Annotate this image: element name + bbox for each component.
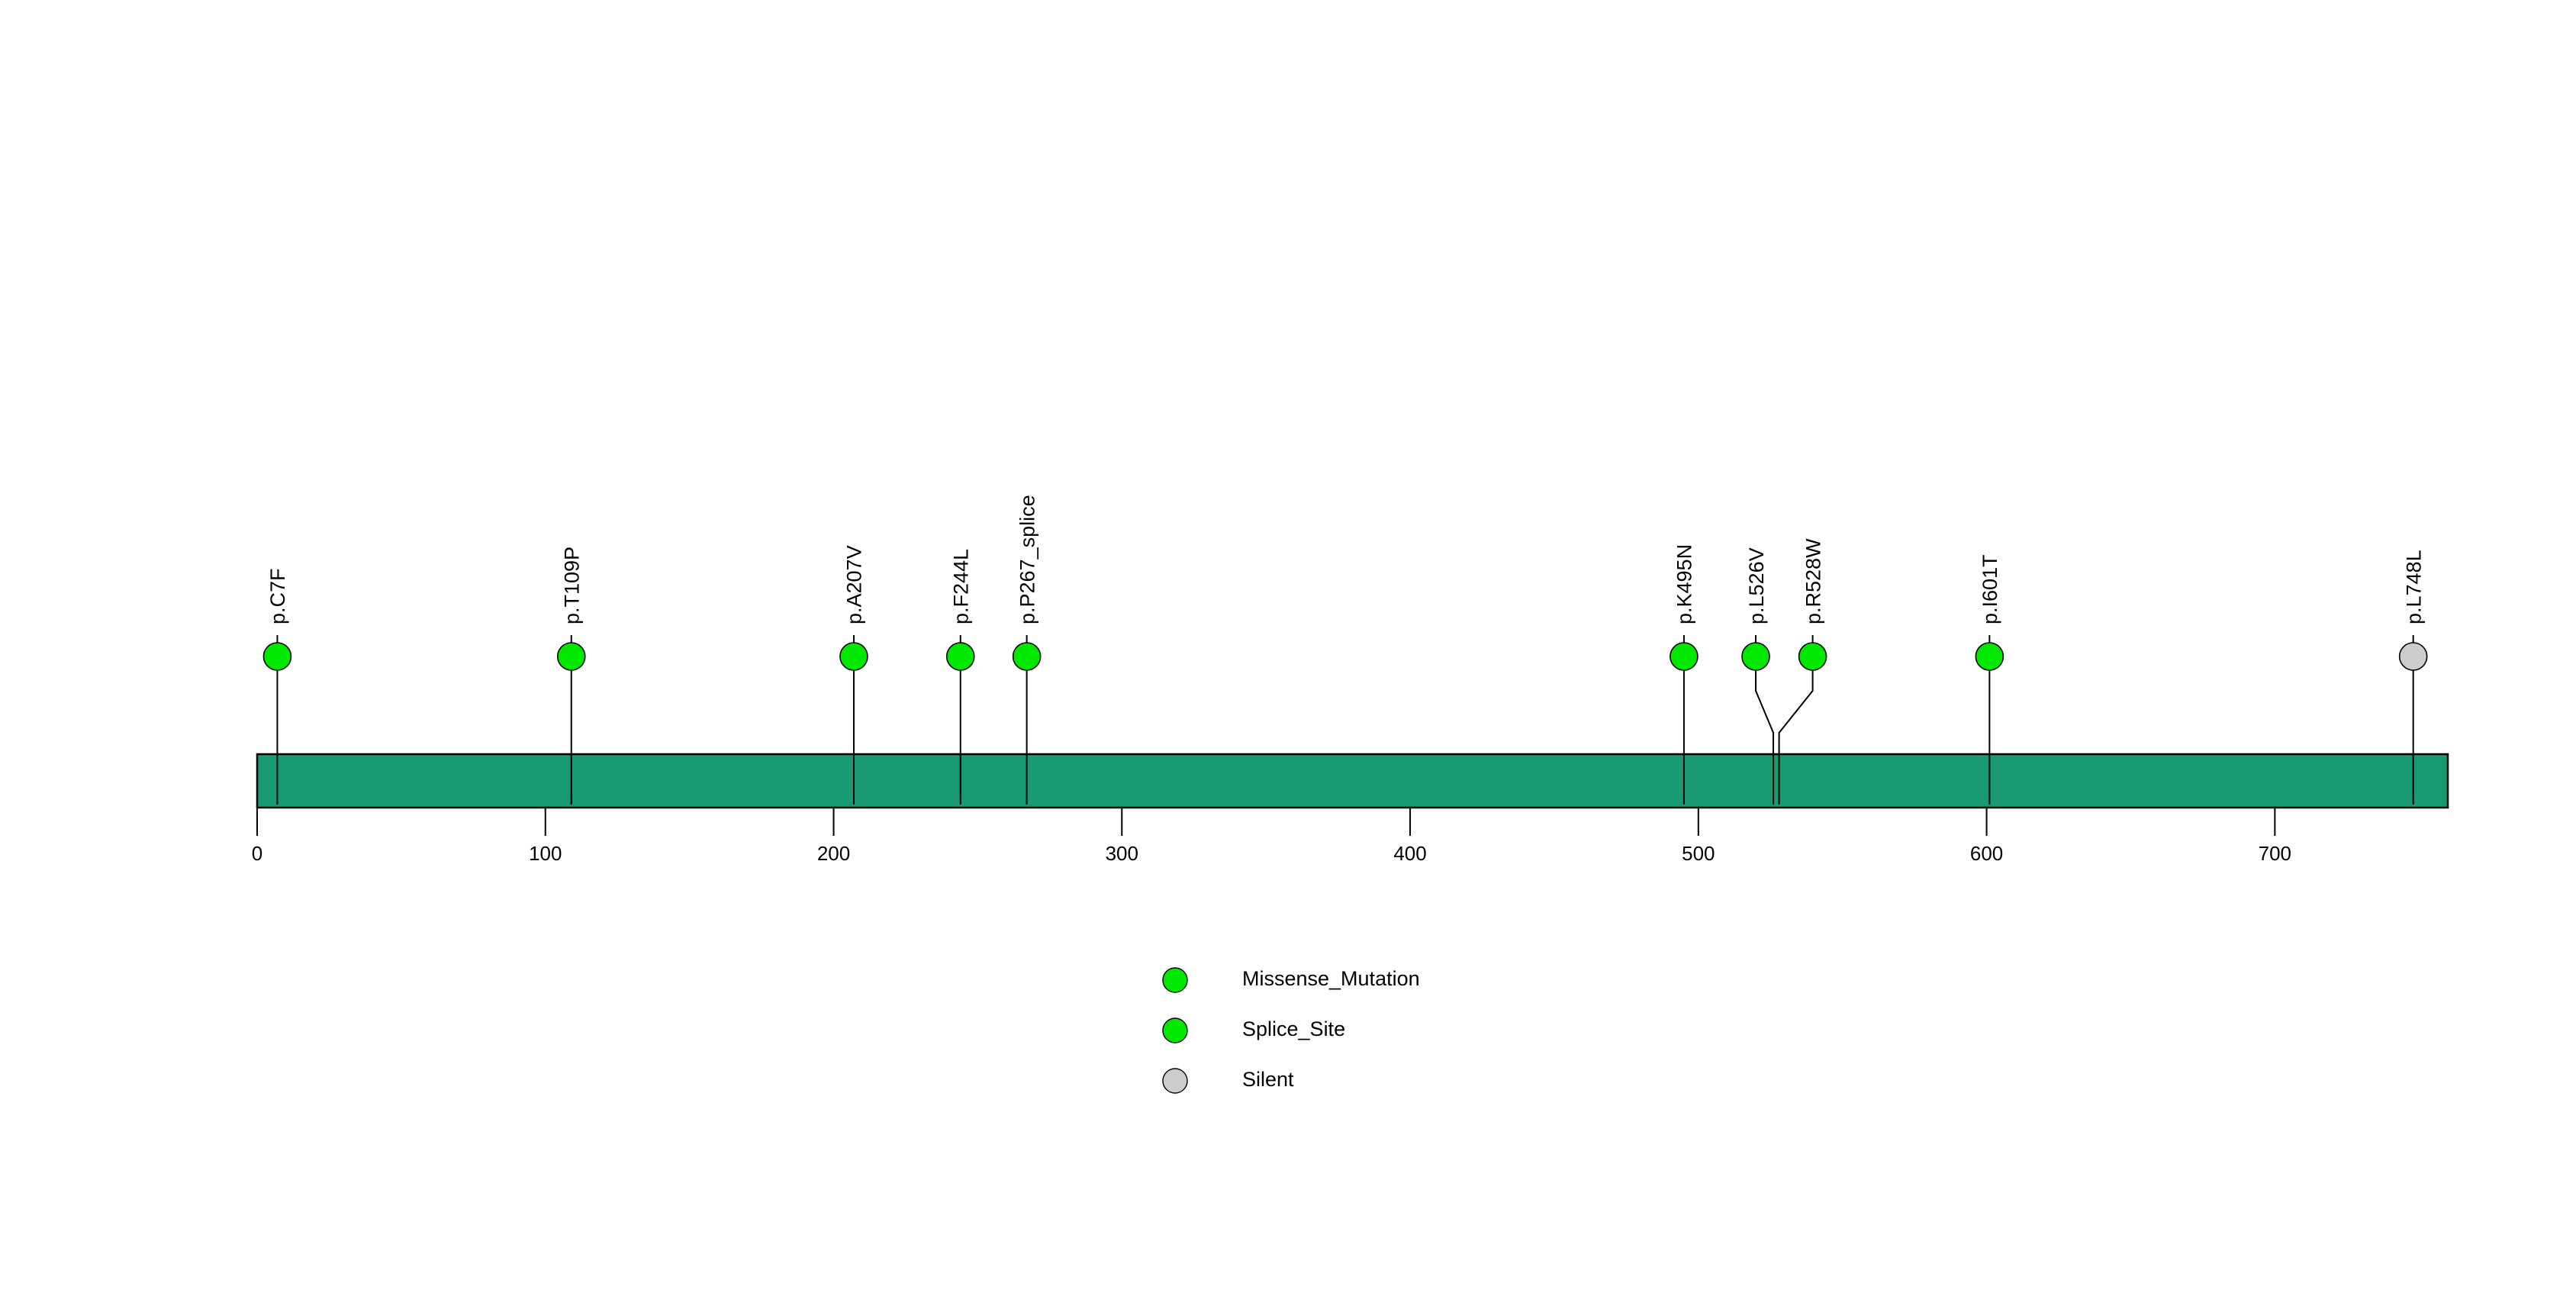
- lollipop-head[interactable]: [1670, 642, 1699, 671]
- lollipop-head[interactable]: [1741, 642, 1770, 671]
- lollipop-head[interactable]: [945, 642, 975, 671]
- axis-tick-label-300: 300: [1106, 842, 1138, 865]
- mutation-label: p.T109P: [560, 547, 583, 624]
- lollipop-head[interactable]: [839, 642, 868, 671]
- axis-tick-label-400: 400: [1393, 842, 1426, 865]
- axis-tick-label-100: 100: [529, 842, 562, 865]
- x-axis: 0 100 200 300 400 500 600 700: [252, 808, 2291, 865]
- mutation-label: p.I601T: [1979, 554, 2001, 624]
- legend-swatch-silent: [1162, 1068, 1188, 1094]
- legend-swatch-missense_mutation: [1162, 967, 1188, 993]
- protein-backbone-group: [256, 753, 2449, 809]
- mutation-label: p.K495N: [1673, 544, 1696, 624]
- legend-label-silent: Silent: [1242, 1068, 1294, 1091]
- legend-swatch-splice_site: [1162, 1017, 1188, 1043]
- mutation-label: p.F244L: [949, 549, 972, 624]
- legend-label-missense_mutation: Missense_Mutation: [1242, 967, 1420, 990]
- mutation-labels: p.C7F p.T109P p.A207V p.F244L p.P267_splice p…: [266, 495, 2425, 624]
- mutation-label: p.A207V: [843, 545, 866, 624]
- axis-tick-label-0: 0: [252, 842, 262, 865]
- lollipop-head[interactable]: [1798, 642, 1827, 671]
- legend-label-splice_site: Splice_Site: [1242, 1017, 1345, 1040]
- axis-tick-label-200: 200: [817, 842, 850, 865]
- lollipop-head[interactable]: [2398, 642, 2428, 671]
- mutation-label: p.P267_splice: [1016, 495, 1038, 624]
- lollipop-head[interactable]: [1012, 642, 1042, 671]
- lollipop-head[interactable]: [1975, 642, 2004, 671]
- mutation-label: p.C7F: [266, 568, 289, 624]
- protein-domain-bar: [256, 753, 2449, 809]
- lollipop-head[interactable]: [556, 642, 586, 671]
- axis-tick-label-500: 500: [1682, 842, 1715, 865]
- mutation-label: p.R528W: [1802, 538, 1824, 624]
- axis-tick-label-700: 700: [2259, 842, 2291, 865]
- mutation-label: p.L526V: [1745, 547, 1768, 624]
- axis-tick-label-600: 600: [1970, 842, 2003, 865]
- mutation-label: p.L748L: [2402, 550, 2425, 624]
- lollipop-head[interactable]: [262, 642, 292, 671]
- lollipop-heads: [262, 642, 2428, 671]
